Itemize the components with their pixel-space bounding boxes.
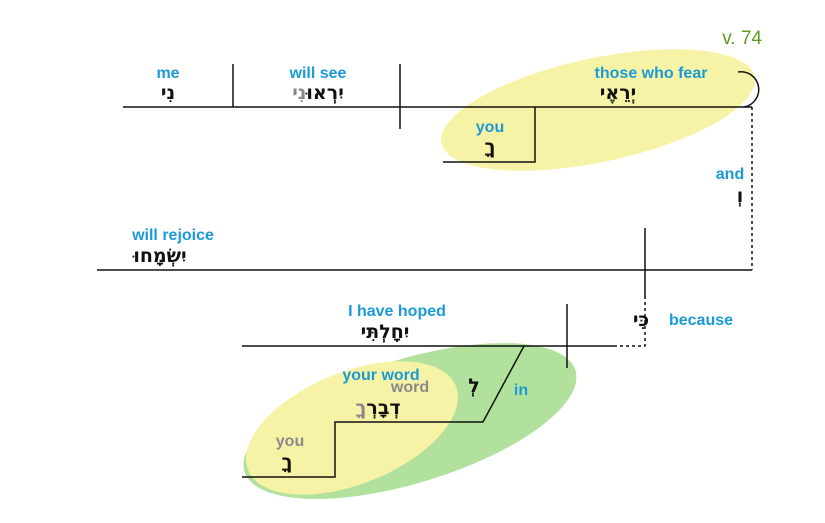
i-have-hoped-label: I have hoped <box>348 303 446 320</box>
your-word-label: your word <box>342 367 419 384</box>
subject-bracket <box>737 71 760 108</box>
you-top-modifier-line <box>443 107 536 163</box>
your-word-hebrew: דְבָרְךָ <box>355 397 400 419</box>
and-hebrew: וְ <box>737 185 744 207</box>
highlight-your-word <box>246 361 458 495</box>
will-see-hebrew: יִרְאוּנִי <box>292 82 344 104</box>
verse-number: v. 74 <box>722 28 762 49</box>
those-who-fear-label: those who fear <box>595 65 708 82</box>
because-connector <box>615 296 646 347</box>
you-bottom-label: you <box>276 433 304 450</box>
will-see-label: will see <box>289 65 347 82</box>
highlight-those-who-fear-you <box>441 49 755 171</box>
and-label: and <box>716 166 744 183</box>
will-rejoice-hebrew: יִשְׂמָחוּ <box>132 245 187 267</box>
because-hebrew: כִּי <box>633 309 649 331</box>
word-label: word <box>390 379 429 396</box>
because-label: because <box>669 312 733 329</box>
in-label: in <box>514 382 528 399</box>
those-who-fear-hebrew: יְרֵאֶי <box>600 82 636 104</box>
you-top-label: you <box>476 119 504 136</box>
will-rejoice-label: will rejoice <box>131 227 214 244</box>
me-label: me <box>156 65 179 82</box>
you-bottom-hebrew: ךָ <box>281 451 292 473</box>
in-hebrew: לְ <box>468 375 480 397</box>
you-top-hebrew: ךָ <box>484 136 495 158</box>
in-prepositional-line <box>242 345 525 478</box>
me-hebrew: נִי <box>161 82 175 104</box>
i-have-hoped-hebrew: יִחָלְתִּי <box>361 321 410 343</box>
